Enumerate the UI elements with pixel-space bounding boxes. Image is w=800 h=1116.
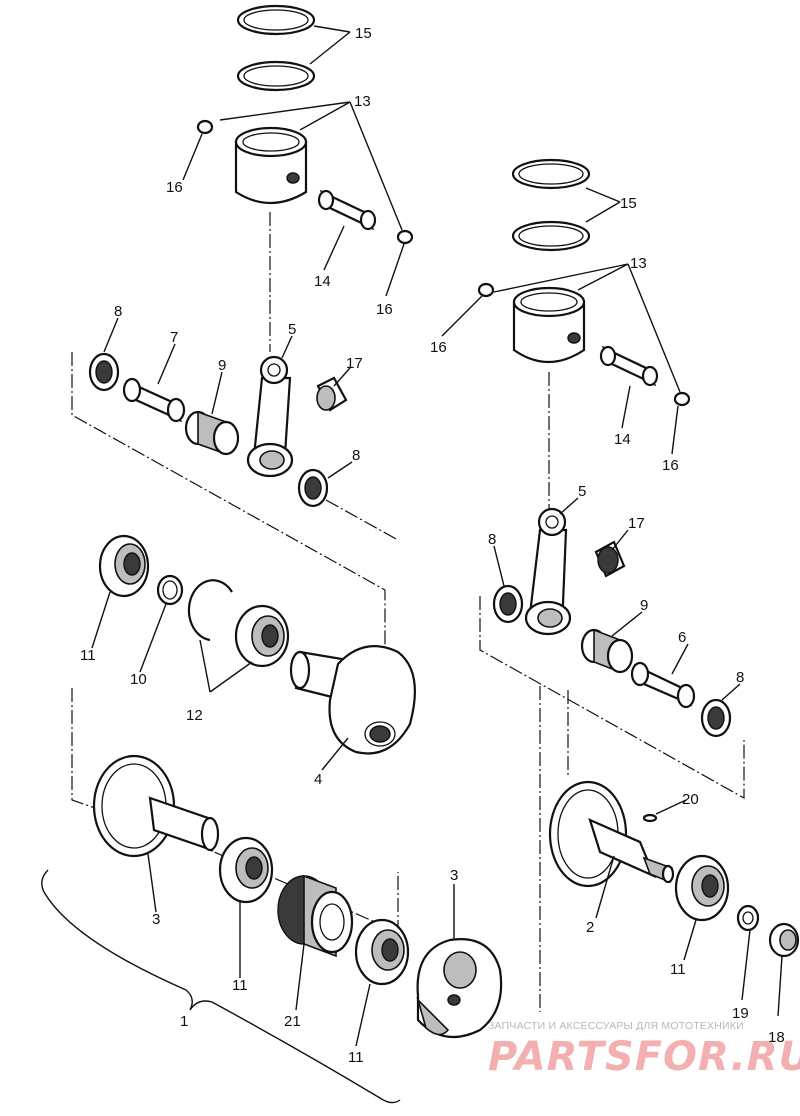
callout-14: 14: [314, 273, 331, 290]
connecting-rod-left: [246, 355, 294, 478]
piston-ring-lower-left: [236, 60, 316, 92]
piston-pin-left: [317, 189, 377, 231]
brace-assembly-1: [41, 869, 401, 1104]
circlip-right-a: [477, 282, 495, 298]
callout-11: 11: [80, 647, 96, 664]
callout-17: 17: [628, 515, 645, 532]
bearing-11-upper-left: [98, 534, 150, 598]
callout-16: 16: [430, 339, 447, 356]
leader-lines: [91, 25, 783, 1047]
axis-seal-to-crank: [325, 499, 399, 541]
crank-half-3-right: [416, 938, 503, 1039]
callout-labels: 15 13 16 14 16 8 7 9 5 17 8 11 10 12 4 3…: [80, 25, 785, 1066]
needle-bearing-9-right: [580, 628, 634, 674]
seal-8-upper-left: [88, 352, 120, 392]
callout-21: 21: [284, 1013, 301, 1030]
needle-bearing-9-left: [184, 410, 240, 456]
bearing-11-right: [674, 854, 730, 922]
piston-pin-right: [599, 345, 659, 387]
callout-16: 16: [376, 301, 393, 318]
callout-15: 15: [620, 195, 637, 212]
bearing-11-lower-a: [218, 836, 274, 904]
callout-17: 17: [346, 355, 363, 372]
callout-13: 13: [354, 93, 371, 110]
callout-10: 10: [130, 671, 147, 688]
needle-bearing-small-left: [316, 376, 348, 412]
crankshaft-2: [548, 780, 675, 888]
piston-left: [234, 126, 308, 204]
watermark-logo: PARTSFOR.RU: [488, 1034, 800, 1080]
circlip-left-b: [396, 229, 414, 245]
callout-9: 9: [640, 597, 648, 614]
crank-pin-7: [122, 377, 186, 423]
seal-8-mid-left: [297, 468, 329, 508]
callout-11: 11: [232, 977, 248, 994]
piston-right: [512, 286, 586, 363]
callout-4: 4: [314, 771, 322, 788]
circlip-left-a: [196, 119, 214, 135]
callout-8: 8: [114, 303, 122, 320]
callout-15: 15: [355, 25, 372, 42]
watermark-tagline: ЗАПЧАСТИ И АКСЕССУАРЫ ДЛЯ МОТОТЕХНИКИ: [488, 1020, 744, 1032]
callout-11: 11: [348, 1049, 364, 1066]
labyrinth-seal-21: [277, 874, 354, 958]
snap-ring-12: [187, 579, 233, 642]
callout-5: 5: [288, 321, 296, 338]
callout-20: 20: [682, 791, 699, 808]
crank-pin-6: [630, 661, 696, 709]
circlip-right-b: [673, 391, 691, 407]
seal-8-right: [700, 698, 732, 738]
callout-3: 3: [152, 911, 160, 928]
needle-bearing-small-right: [594, 540, 626, 578]
callout-16: 16: [662, 457, 679, 474]
callout-8: 8: [352, 447, 360, 464]
callout-5: 5: [578, 483, 586, 500]
callout-19: 19: [732, 1005, 749, 1022]
bearing-12: [234, 604, 290, 668]
callout-1: 1: [180, 1013, 188, 1030]
callout-14: 14: [614, 431, 631, 448]
crank-half-3-left: [92, 754, 220, 858]
seal-8-left-right-side: [492, 584, 524, 624]
callout-9: 9: [218, 357, 226, 374]
crank-half-4: [289, 645, 416, 755]
piston-ring-lower-right: [511, 220, 591, 252]
callout-18: 18: [768, 1029, 785, 1046]
callout-3: 3: [450, 867, 458, 884]
callout-13: 13: [630, 255, 647, 272]
axis-bracket-upper-left: [71, 352, 386, 700]
piston-ring-upper-left: [236, 4, 316, 36]
key-20: [642, 813, 658, 823]
nut-18: [768, 922, 800, 958]
callout-12: 12: [186, 707, 203, 724]
callout-2: 2: [586, 919, 594, 936]
callout-7: 7: [170, 329, 178, 346]
piston-ring-upper-right: [511, 158, 591, 190]
callout-16: 16: [166, 179, 183, 196]
washer-19: [736, 904, 760, 932]
bearing-11-lower-b: [354, 918, 410, 986]
axis-bracket-upper-right: [479, 596, 745, 800]
callout-6: 6: [678, 629, 686, 646]
snap-ring-10: [156, 574, 184, 606]
callout-8: 8: [488, 531, 496, 548]
callout-11: 11: [670, 961, 686, 978]
connecting-rod-right: [524, 507, 572, 636]
callout-8: 8: [736, 669, 744, 686]
